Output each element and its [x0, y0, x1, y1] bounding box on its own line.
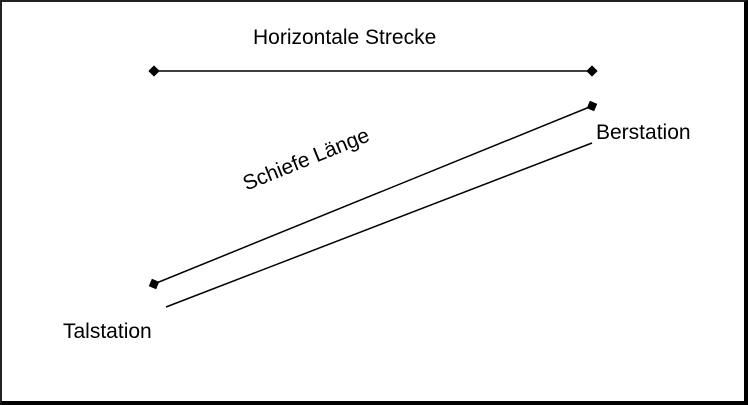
horizontal-distance-line	[148, 65, 598, 77]
diamond-marker-icon	[586, 100, 598, 112]
top-station-label: Berstation	[596, 121, 691, 144]
diamond-marker-icon	[586, 65, 598, 77]
slope-length-line	[148, 100, 598, 290]
bottom-station-label: Talstation	[63, 320, 152, 343]
horizontal-distance-label: Horizontale Strecke	[253, 26, 437, 49]
diamond-marker-icon	[148, 278, 160, 290]
cable-line	[165, 142, 593, 308]
diamond-marker-icon	[148, 65, 160, 77]
